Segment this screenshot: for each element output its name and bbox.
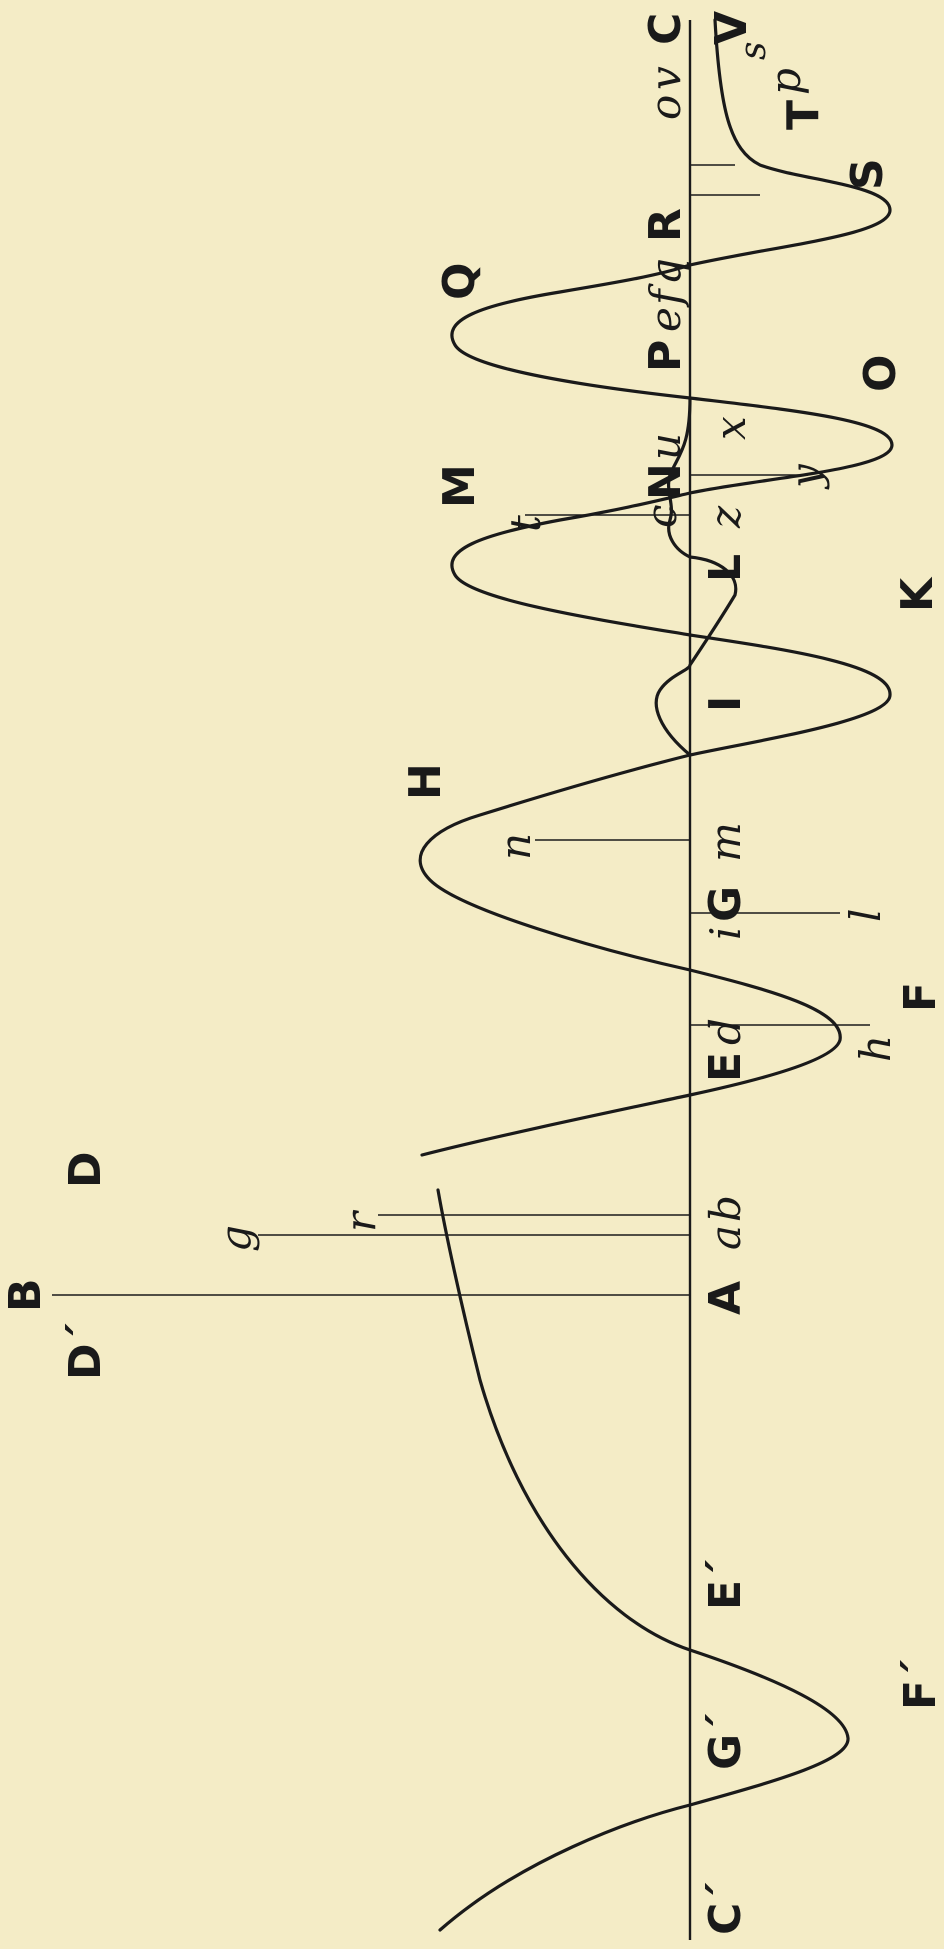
label-E: E [700, 1052, 751, 1082]
label-G: G [700, 886, 751, 922]
label-P: P [640, 340, 691, 372]
label-G-prime: G´ [700, 1712, 751, 1770]
label-o: o [641, 95, 690, 120]
label-L: L [700, 554, 751, 582]
label-m: m [701, 822, 750, 862]
label-h: h [851, 1035, 900, 1062]
label-Q: Q [434, 263, 485, 300]
label-q: q [641, 258, 690, 285]
label-K: K [892, 576, 943, 612]
label-p: p [761, 68, 810, 95]
wave-curve-right [418, 18, 894, 1157]
label-R: R [640, 208, 691, 242]
main-wave-curve [436, 1188, 850, 1932]
label-V: V [706, 11, 757, 45]
label-y: y [781, 463, 830, 490]
label-l: l [841, 909, 890, 922]
label-r: r [336, 1209, 385, 1232]
label-S: S [842, 158, 893, 190]
label-M: M [434, 464, 485, 508]
label-T: T [778, 100, 829, 130]
label-H: H [400, 763, 451, 800]
label-c: c [637, 504, 686, 528]
label-x: x [706, 416, 755, 440]
label-B: B [0, 1278, 51, 1312]
label-F: F [895, 982, 944, 1012]
label-g: g [211, 1225, 260, 1252]
label-N: N [640, 463, 691, 500]
label-d: d [701, 1018, 750, 1045]
label-a: a [701, 1225, 750, 1250]
secondary-wave-curve [654, 396, 738, 757]
label-D-prime: D´ [60, 1321, 111, 1380]
label-f: f [641, 283, 690, 308]
label-O: O [855, 355, 906, 392]
label-D: D [60, 1151, 111, 1188]
label-E-prime: E´ [700, 1558, 751, 1610]
label-F-prime: F´ [895, 1658, 944, 1710]
label-e: e [641, 307, 690, 332]
label-t: t [501, 515, 550, 532]
label-C-prime: C´ [700, 1881, 751, 1935]
label-b: b [701, 1195, 750, 1222]
label-v: v [641, 66, 690, 90]
label-I: I [700, 696, 751, 712]
label-u: u [641, 433, 690, 460]
label-z: z [701, 505, 750, 529]
label-C: C [640, 13, 691, 45]
label-i: i [701, 927, 750, 940]
label-s: s [733, 42, 774, 60]
label-n: n [491, 833, 540, 860]
label-A: A [700, 1281, 751, 1315]
